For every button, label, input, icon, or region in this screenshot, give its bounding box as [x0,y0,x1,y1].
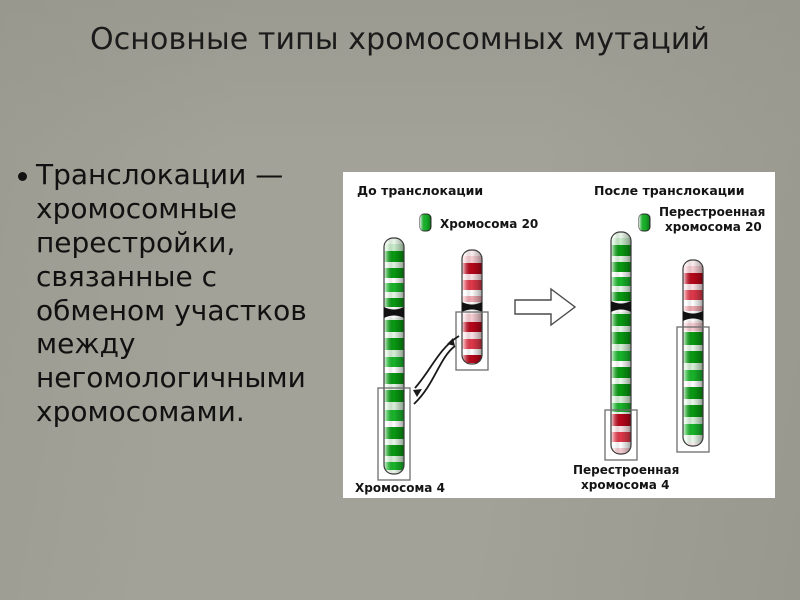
highlight-box-chr20 [455,311,489,371]
highlight-box-chr4 [377,387,411,481]
chromosome-4-before [377,237,411,481]
chromosome-20-before [455,249,489,371]
arrowhead-up-icon [447,338,455,346]
page-title: Основные типы хромосомных мутаций [89,22,711,57]
bullet-list-item: Транслокации — хромосомные перестройки, … [18,158,336,429]
centromere-icon [611,301,631,312]
label-rebuilt-chromosome-20-line2: хромосома 20 [665,220,762,234]
rebuilt-chromosome-4 [604,231,638,461]
bullet-marker-icon [18,172,27,181]
exchange-arrows [413,335,460,405]
label-chromosome-4: Хромосома 4 [355,481,445,495]
label-rebuilt-chromosome-4-line2: хромосома 4 [581,478,669,492]
header-after: После транслокации [594,183,745,198]
label-rebuilt-chromosome-20-line1: Перестроенная [659,205,765,219]
legend-chip-rebuilt-chr20 [638,213,651,232]
centromere-icon [384,307,404,318]
highlight-box-rebuilt-chr20 [676,326,710,453]
centromere-icon [462,302,482,312]
arrowhead-down-icon [413,389,422,397]
label-rebuilt-chromosome-4-line1: Перестроенная [573,463,679,477]
highlight-box-rebuilt-chr4 [604,409,638,461]
process-arrow-icon [514,287,577,327]
rebuilt-chromosome-20 [676,259,710,453]
label-chromosome-20: Хромосома 20 [440,217,538,231]
translocation-diagram-panel: До транслокации После транслокации [343,172,775,498]
bullet-text: Транслокации — хромосомные перестройки, … [36,158,307,429]
centromere-icon [683,311,703,321]
legend-chip-chr20 [419,213,432,232]
header-before: До транслокации [357,183,483,198]
translocation-diagram-svg: До транслокации После транслокации [355,183,765,495]
